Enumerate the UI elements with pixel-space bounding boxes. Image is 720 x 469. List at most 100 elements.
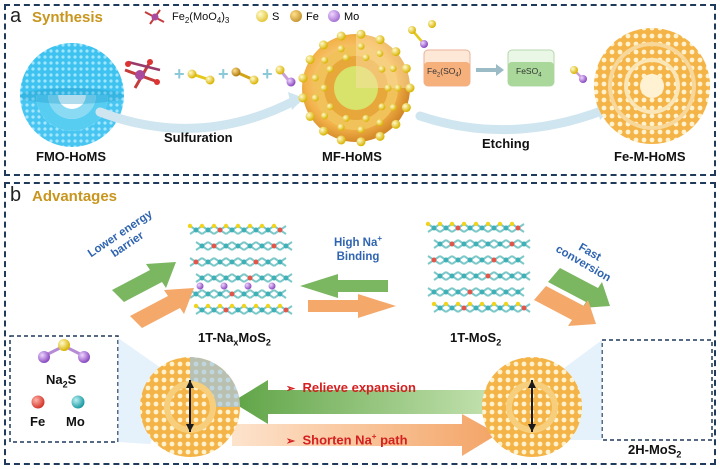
na-atom — [196, 282, 204, 290]
beaker-feso4-label: FeSO4 — [516, 66, 542, 79]
s-atom — [265, 303, 271, 309]
s-atom — [259, 223, 265, 229]
mo-atom — [217, 291, 223, 297]
legend-fe-label-b: Fe — [30, 414, 46, 429]
mo-atom — [485, 305, 491, 311]
surface-sulfur-ball — [356, 137, 366, 147]
panel-b-title: Advantages — [32, 188, 118, 205]
fe-atom-icon — [31, 395, 45, 409]
mo-atom — [497, 273, 503, 279]
relieve-band — [232, 380, 500, 424]
surface-sulfur-ball — [376, 49, 384, 57]
mo-atom — [211, 275, 217, 281]
label-2h-mos2: 2H-MoS2 — [628, 442, 682, 460]
surface-sulfur-ball — [326, 103, 334, 111]
surface-sulfur-ball — [356, 29, 366, 39]
surface-sulfur-ball — [378, 65, 386, 73]
s-atom — [461, 221, 467, 227]
mo-atom — [259, 243, 265, 249]
s-atom — [431, 301, 437, 307]
surface-sulfur-ball — [384, 84, 392, 92]
mo-atom — [431, 225, 437, 231]
fe-atom — [515, 225, 521, 231]
svg-text:+: + — [174, 64, 185, 84]
mo-atom — [431, 289, 437, 295]
mo-atom — [473, 241, 479, 247]
s-atom — [503, 301, 509, 307]
mo-atom — [443, 289, 449, 295]
mo-atom — [449, 305, 455, 311]
panel-a-letter: a — [10, 5, 22, 27]
fe-atom — [277, 227, 283, 233]
fe-atom — [247, 275, 253, 281]
arrow-high-na — [300, 274, 396, 318]
mo-atom — [223, 243, 229, 249]
mo-atom — [235, 275, 241, 281]
beaker-fe2so43 — [423, 49, 471, 87]
s2-molecule — [187, 69, 215, 85]
mo-atom — [205, 259, 211, 265]
fe-atom — [449, 241, 455, 247]
surface-sulfur-ball — [320, 84, 328, 92]
sulfuration-label: Sulfuration — [164, 130, 233, 145]
mo-atom — [199, 307, 205, 313]
legend-mo-ball — [328, 10, 340, 22]
arrow-lower-energy — [112, 262, 194, 328]
mo-atom — [443, 257, 449, 263]
surface-sulfur-ball — [389, 104, 397, 112]
surface-sulfur-ball — [298, 93, 308, 103]
panel-b-frame — [4, 182, 716, 465]
surface-sulfur-ball — [362, 114, 370, 122]
svg-text:+: + — [262, 64, 273, 84]
fe-atom — [283, 307, 289, 313]
mo-atom — [521, 241, 527, 247]
surface-sulfur-ball — [394, 84, 402, 92]
mo-atom — [229, 259, 235, 265]
panel-a-title: Synthesis — [32, 9, 103, 26]
mo-atom — [473, 305, 479, 311]
mo-atom — [461, 273, 467, 279]
shorten-band — [232, 414, 498, 456]
mo-atom — [277, 259, 283, 265]
fmo-homs-sphere — [20, 43, 124, 147]
fe-atom — [485, 273, 491, 279]
mo-atom — [247, 307, 253, 313]
beaker-feso4 — [507, 49, 555, 87]
2h-mos2-box — [601, 339, 713, 441]
s-atom — [479, 301, 485, 307]
mo-atom — [241, 259, 247, 265]
s-atom — [509, 221, 515, 227]
s-atom — [253, 303, 259, 309]
surface-sulfur-ball — [376, 119, 384, 127]
surface-sulfur-ball — [357, 126, 365, 134]
s-atom — [199, 223, 205, 229]
panel-b-letter: b — [10, 184, 22, 206]
mo-atom — [473, 273, 479, 279]
mo-atom — [283, 243, 289, 249]
label-1t-naxmos2: 1T-NaxMoS2 — [198, 330, 271, 348]
legend-mo-label: Mo — [344, 11, 360, 23]
mo-atom — [241, 291, 247, 297]
panel-a-frame — [4, 4, 716, 176]
fe-atom — [467, 289, 473, 295]
porous-sphere-left — [140, 357, 240, 457]
mf-homs-sphere — [302, 34, 410, 142]
surface-sulfur-ball — [311, 94, 319, 102]
mo-atom — [265, 291, 271, 297]
mf-homs-label: MF-HoMS — [322, 149, 382, 164]
mo-atom — [205, 227, 211, 233]
mo-atom — [509, 273, 515, 279]
fe-atom — [271, 243, 277, 249]
surface-sulfur-ball — [321, 56, 329, 64]
surface-sulfur-ball — [337, 45, 345, 53]
s-atom — [497, 221, 503, 227]
surface-sulfur-ball — [336, 31, 346, 41]
arrow-fast-conversion — [534, 268, 610, 326]
molecule-above-beaker — [408, 20, 436, 48]
mo-atom — [479, 257, 485, 263]
s-atom — [473, 221, 479, 227]
fe-atom — [217, 227, 223, 233]
s-atom — [241, 303, 247, 309]
mo-atom — [235, 243, 241, 249]
s-atom — [235, 223, 241, 229]
